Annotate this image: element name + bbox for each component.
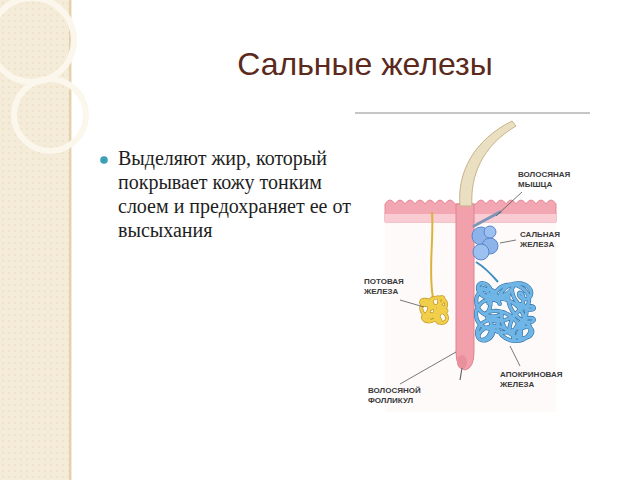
bullet-text: Выделяют жир, который покрывает кожу тон… (118, 146, 352, 242)
hair-bulb (457, 355, 467, 369)
bullet-dot (100, 156, 108, 164)
apocrine-duct (476, 262, 498, 282)
sweat-duct (431, 212, 433, 298)
part-label: ПОТОВАЯ ЖЕЛЕЗА (364, 277, 404, 297)
apocrine-gland (476, 283, 534, 341)
leader-line (400, 300, 424, 307)
deco-ring (14, 79, 86, 151)
skin-illustration (385, 121, 556, 412)
leader-lines (400, 192, 522, 384)
hair-shaft (460, 121, 516, 206)
sweat-gland (421, 297, 447, 323)
sebaceous-gland (472, 226, 498, 260)
leader-line (400, 352, 456, 384)
part-label: САЛЬНАЯ ЖЕЛЕЗА (520, 230, 560, 250)
leader-line (510, 346, 520, 366)
strip-border (69, 0, 71, 480)
hair-muscle (474, 212, 500, 226)
apocrine-gland (476, 283, 534, 341)
hair-follicle (456, 204, 474, 370)
sweat-gland (421, 297, 447, 323)
title-rule (355, 113, 590, 114)
part-label: ВОЛОСЯНОЙ ФОЛЛИКУЛ (368, 386, 421, 406)
nerve-tip (460, 368, 462, 380)
slide-title: Сальные железы (180, 45, 550, 83)
deco-ring (0, 0, 74, 82)
part-label: ВОЛОСЯНАЯ МЫШЦА (518, 170, 570, 190)
leader-line (500, 240, 516, 243)
leader-line (496, 192, 522, 216)
part-label: АПОКРИНОВАЯ ЖЕЛЕЗА (500, 370, 563, 390)
